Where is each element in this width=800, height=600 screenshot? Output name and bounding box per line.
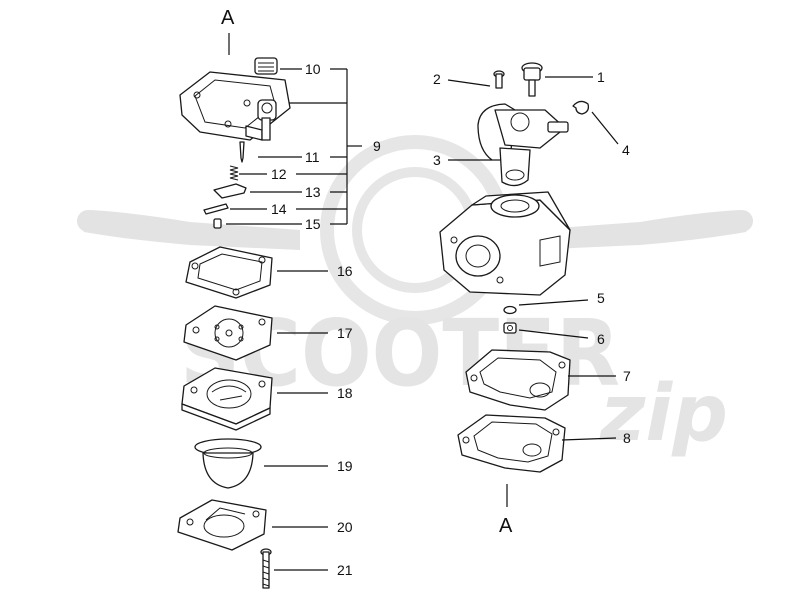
label-part-4: 4 — [622, 142, 630, 158]
watermark: SCOOTER zip — [77, 135, 753, 459]
part-10-screen — [254, 57, 278, 75]
part-4-clip — [572, 100, 590, 115]
part-12-spring — [229, 165, 239, 181]
view-label-top: A — [221, 7, 235, 29]
part-16-gasket — [185, 246, 273, 299]
label-part-1: 1 — [597, 69, 605, 85]
part-2-screw — [493, 70, 505, 89]
part-17-diaphragm — [183, 305, 273, 361]
part-13-lever — [213, 183, 247, 199]
part-7-gasket — [465, 349, 571, 411]
label-part-14: 14 — [271, 201, 287, 217]
part-3-throttle-lever — [477, 103, 569, 187]
label-part-5: 5 — [597, 290, 605, 306]
label-part-19: 19 — [337, 458, 353, 474]
part-20-cover — [177, 499, 267, 551]
label-part-21: 21 — [337, 562, 353, 578]
part-11-needle — [239, 141, 245, 163]
label-part-3: 3 — [433, 152, 441, 168]
label-part-11: 11 — [305, 149, 320, 165]
watermark-script: zip — [599, 369, 728, 459]
label-part-2: 2 — [433, 71, 441, 87]
label-part-12: 12 — [271, 166, 287, 182]
label-part-15: 15 — [305, 216, 321, 232]
label-part-9: 9 — [373, 138, 381, 154]
part-21-screw — [260, 548, 272, 589]
part-5-o-ring — [503, 305, 517, 315]
label-part-13: 13 — [305, 184, 321, 200]
label-part-6: 6 — [597, 331, 605, 347]
part-15-screw — [213, 218, 222, 229]
label-part-10: 10 — [305, 61, 321, 77]
part-8-metering-gasket — [457, 414, 566, 473]
right-leaders — [447, 76, 619, 441]
part-9-pump-cover — [179, 71, 291, 141]
part-1-adjust-screw — [521, 62, 543, 97]
part-18-pump-body — [181, 367, 273, 431]
label-part-17: 17 — [337, 325, 353, 341]
label-part-8: 8 — [623, 430, 631, 446]
carburetor-body — [439, 191, 571, 296]
part-19-primer-bulb — [194, 438, 262, 489]
label-part-18: 18 — [337, 385, 353, 401]
label-part-20: 20 — [337, 519, 353, 535]
label-part-16: 16 — [337, 263, 353, 279]
part-6-jet — [503, 322, 517, 334]
label-part-7: 7 — [623, 368, 631, 384]
left-leaders — [226, 68, 362, 571]
view-label-bottom: A — [499, 515, 513, 537]
part-14-pin — [203, 203, 229, 215]
